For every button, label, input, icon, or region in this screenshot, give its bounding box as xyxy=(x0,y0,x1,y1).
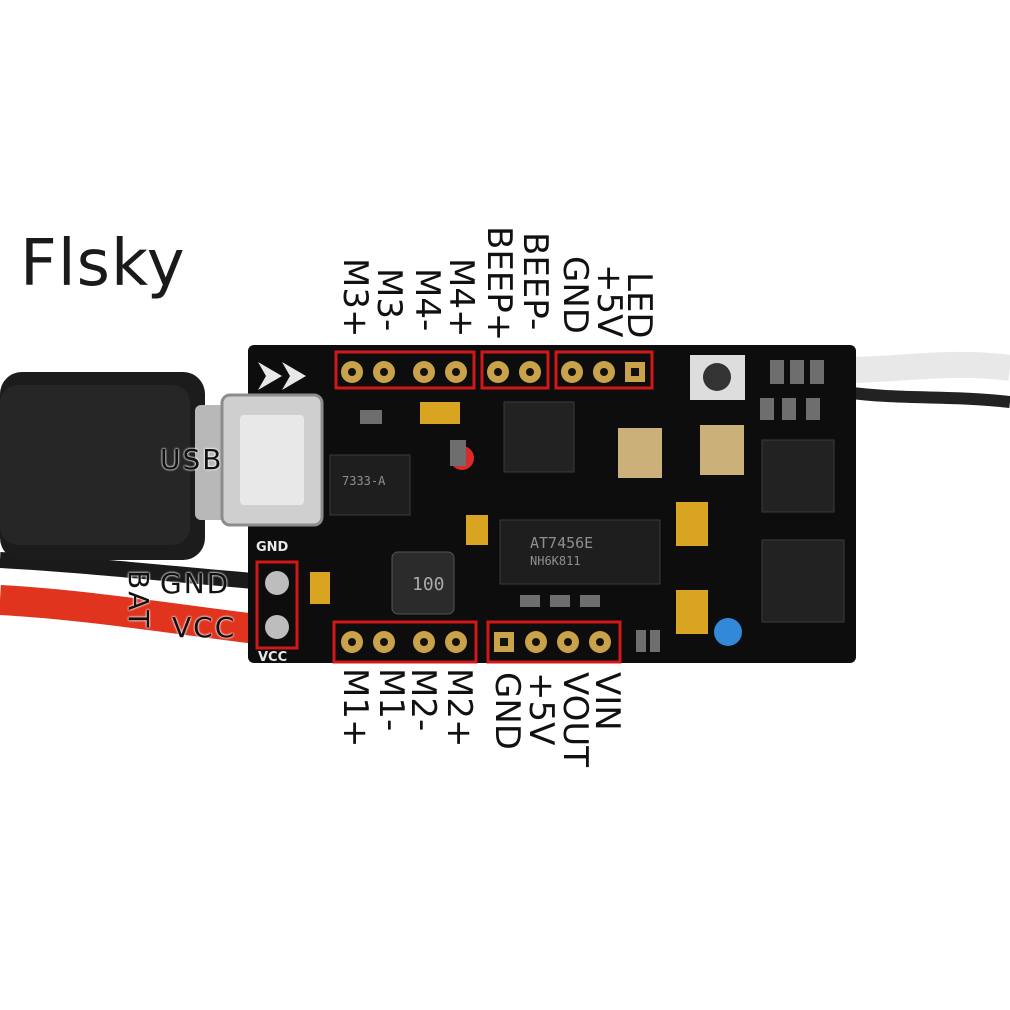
red-wire xyxy=(0,585,267,645)
label-m4-plus: M4+ xyxy=(441,258,481,338)
label-bottom-gnd: GND xyxy=(487,672,527,750)
label-bat: BAT xyxy=(122,570,155,630)
silk-vcc: VCC xyxy=(258,650,288,665)
arrow-logo xyxy=(258,362,306,390)
white-wire xyxy=(844,351,1010,383)
bottom-pads xyxy=(332,620,622,664)
driver-chip xyxy=(499,519,661,585)
label-top-gnd: GND xyxy=(555,256,595,334)
label-side-gnd: GND xyxy=(160,567,231,600)
label-usb: USB xyxy=(160,443,224,476)
smd-components xyxy=(360,360,824,652)
osd-chip xyxy=(503,401,575,473)
tantalum-4 xyxy=(466,515,488,545)
label-m2-plus: M2+ xyxy=(439,668,479,748)
mark-driver: AT7456E xyxy=(530,534,594,552)
regulator-chip xyxy=(329,454,411,516)
label-m4-minus: M4- xyxy=(407,268,447,332)
silk-gnd: GND xyxy=(256,540,289,555)
label-led: LED xyxy=(619,272,659,339)
mark-inductor: 100 xyxy=(412,574,445,595)
mcu-chip xyxy=(761,439,835,513)
tantalum-3 xyxy=(420,402,460,424)
label-bottom-5v: +5V xyxy=(521,672,561,746)
mark-regulator: 7333-A xyxy=(342,474,386,488)
label-m3-minus: M3- xyxy=(369,268,409,332)
brand-title: Flsky xyxy=(20,227,186,301)
black-power-wire xyxy=(0,552,266,590)
crystal-2 xyxy=(700,425,744,475)
label-m1-plus: M1+ xyxy=(335,668,375,748)
tantalum-2 xyxy=(676,590,708,634)
crystal-1 xyxy=(618,428,662,478)
top-pads xyxy=(334,350,654,390)
label-side-vcc: VCC xyxy=(172,611,237,644)
label-vin: VIN xyxy=(587,672,627,731)
label-m2-minus: M2- xyxy=(403,668,443,732)
mark-driver-line2: NH6K811 xyxy=(530,554,581,568)
label-m3-plus: M3+ xyxy=(335,258,375,338)
tantalum-1 xyxy=(676,502,708,546)
blue-led xyxy=(714,618,742,646)
power-pads xyxy=(255,560,299,650)
inductor xyxy=(391,551,455,615)
label-beep-minus: BEEP- xyxy=(515,232,555,331)
black-wire xyxy=(844,386,1010,408)
gyro-chip xyxy=(761,539,845,623)
label-beep-plus: BEEP+ xyxy=(479,226,519,342)
tantalum-5 xyxy=(310,572,330,604)
